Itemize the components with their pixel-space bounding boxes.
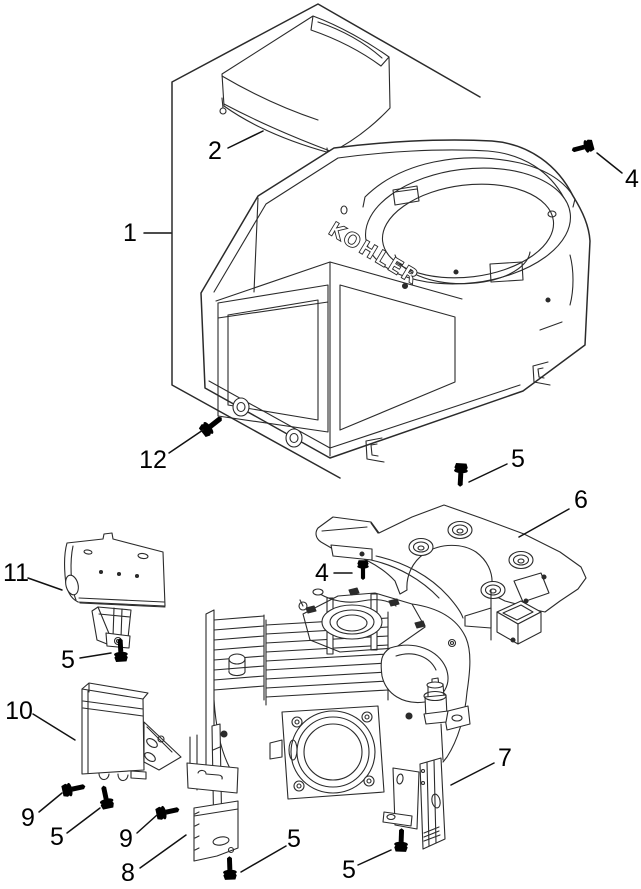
screw-icon xyxy=(222,856,238,880)
callout-5-bracket: 5 xyxy=(61,646,112,674)
upper-baffle xyxy=(315,504,587,645)
screw-icon xyxy=(357,560,369,580)
svg-text:9: 9 xyxy=(119,825,133,853)
screw-icon xyxy=(570,138,595,157)
svg-text:10: 10 xyxy=(5,697,33,725)
left-baffle xyxy=(81,682,182,782)
svg-text:4: 4 xyxy=(315,559,329,587)
callout-10: 10 xyxy=(5,697,76,741)
callout-4-top: 4 xyxy=(596,152,639,193)
svg-text:9: 9 xyxy=(21,804,35,832)
blower-housing: KOHLER xyxy=(200,139,591,463)
lower-bracket xyxy=(186,723,239,862)
callout-8: 8 xyxy=(121,834,187,887)
svg-text:11: 11 xyxy=(3,559,29,587)
callout-7: 7 xyxy=(450,744,512,786)
engine-crankcase xyxy=(189,587,471,800)
screw-icon xyxy=(61,779,87,798)
svg-text:4: 4 xyxy=(625,165,639,193)
callout-4-mid: 4 xyxy=(315,559,353,587)
callout-1: 1 xyxy=(123,219,172,247)
svg-text:1: 1 xyxy=(123,219,137,247)
svg-text:5: 5 xyxy=(61,646,75,674)
callout-5-baffle: 5 xyxy=(468,445,525,483)
svg-text:8: 8 xyxy=(121,859,135,887)
callout-5-bottommid: 5 xyxy=(240,825,301,873)
screw-icon xyxy=(197,411,227,439)
callout-6: 6 xyxy=(518,486,588,538)
screw-icon xyxy=(96,784,115,810)
screw-icon xyxy=(453,462,469,488)
callout-12: 12 xyxy=(139,429,204,474)
callout-9-left: 9 xyxy=(21,792,63,832)
svg-text:5: 5 xyxy=(511,445,525,473)
spark-plug xyxy=(423,677,449,761)
callout-11: 11 xyxy=(3,559,63,591)
svg-text:12: 12 xyxy=(139,446,167,474)
svg-text:5: 5 xyxy=(50,823,64,851)
screw-icon xyxy=(393,828,409,852)
callout-9-right: 9 xyxy=(119,814,158,853)
right-baffle xyxy=(382,757,446,850)
item1-group-bracket xyxy=(171,3,481,479)
svg-text:7: 7 xyxy=(498,744,512,772)
screw-icon xyxy=(155,802,181,821)
callout-5-bottomleft: 5 xyxy=(50,807,101,851)
svg-text:5: 5 xyxy=(287,825,301,853)
callout-2: 2 xyxy=(208,130,264,165)
svg-text:6: 6 xyxy=(574,486,588,514)
housing-cover xyxy=(219,15,391,166)
callout-5-bottomright: 5 xyxy=(342,849,392,884)
svg-text:2: 2 xyxy=(208,137,222,165)
control-bracket xyxy=(64,532,166,649)
svg-text:5: 5 xyxy=(342,856,356,884)
